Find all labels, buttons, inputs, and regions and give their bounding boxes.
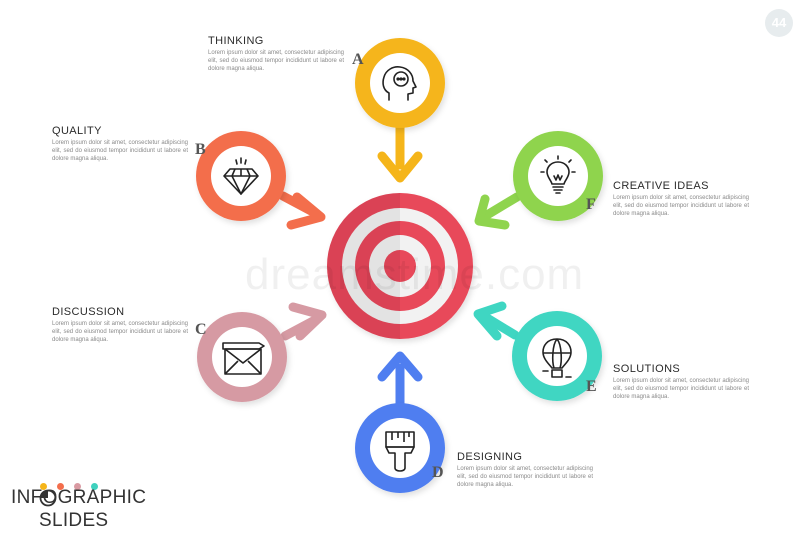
letter-e: E (586, 378, 597, 395)
title-solutions: SOLUTIONS (613, 363, 681, 375)
logo-line-2: SLIDES (39, 510, 109, 531)
lightbulb-icon (540, 155, 576, 194)
diamond-icon (223, 157, 259, 195)
letter-c: C (195, 321, 207, 338)
target-icon (327, 193, 473, 339)
logo-word: INFOGRAPHIC (11, 487, 147, 508)
logo-dots (40, 477, 108, 495)
text-discussion: Lorem ipsum dolor sit amet, consectetur … (52, 321, 188, 344)
arrow-designing (377, 351, 423, 410)
node-designing (355, 403, 445, 493)
title-quality: QUALITY (52, 125, 102, 137)
logo-dot (74, 483, 81, 490)
arrow-discussion (280, 302, 327, 341)
title-discussion: DISCUSSION (52, 306, 125, 318)
title-thinking: THINKING (208, 35, 264, 47)
arrow-thinking (377, 120, 423, 183)
brush-icon (385, 431, 415, 472)
logo-dot (40, 483, 47, 490)
watermark: dreamstime.com (245, 250, 585, 299)
logo-pie-icon (39, 489, 57, 507)
logo-dot (57, 483, 64, 490)
text-quality: Lorem ipsum dolor sit amet, consectetur … (52, 140, 188, 163)
node-thinking (355, 38, 445, 128)
text-thinking: Lorem ipsum dolor sit amet, consectetur … (208, 50, 344, 73)
letter-f: F (586, 196, 596, 213)
letter-a: A (352, 51, 364, 68)
page-number-badge: 44 (765, 9, 793, 37)
text-designing: Lorem ipsum dolor sit amet, consectetur … (457, 466, 593, 489)
text-creative-ideas: Lorem ipsum dolor sit amet, consectetur … (613, 195, 749, 218)
arrow-creative-ideas (474, 192, 522, 230)
envelope-icon (222, 342, 265, 375)
balloon-icon (542, 338, 572, 378)
node-discussion (197, 312, 287, 402)
arrow-solutions (473, 301, 520, 341)
head-icon (382, 66, 417, 101)
text-solutions: Lorem ipsum dolor sit amet, consectetur … (613, 378, 749, 401)
title-creative-ideas: CREATIVE IDEAS (613, 180, 709, 192)
logo-dot (91, 483, 98, 490)
title-designing: DESIGNING (457, 451, 523, 463)
letter-b: B (195, 141, 206, 158)
letter-d: D (432, 464, 444, 481)
arrow-quality (278, 191, 326, 230)
logo-line-1: INFOGRAPHIC (11, 487, 146, 509)
node-solutions (512, 311, 602, 401)
